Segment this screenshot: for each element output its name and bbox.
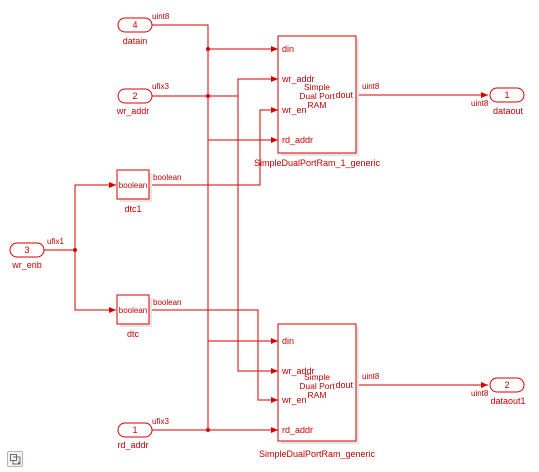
signal-type-label: uint8 bbox=[471, 389, 489, 398]
outport-label: dataout bbox=[493, 106, 524, 116]
ram-title-line: RAM bbox=[308, 390, 327, 400]
junction-dots bbox=[73, 47, 210, 432]
inport-number: 3 bbox=[24, 245, 29, 255]
fit-to-view-icon bbox=[10, 454, 21, 465]
ram-block-name: SimpleDualPortRam_1_generic bbox=[254, 158, 381, 168]
ram-input-din: din bbox=[282, 336, 294, 346]
dtc-block-name: dtc1 bbox=[124, 204, 141, 214]
ram-input-din: din bbox=[282, 44, 294, 54]
outport-dataout1[interactable]: 2 dataout1 uint8 bbox=[471, 377, 526, 406]
ram-title-line: Dual Port bbox=[299, 381, 335, 391]
ram-title-line: Dual Port bbox=[299, 91, 335, 101]
wire-rd-addr-ram1[interactable] bbox=[207, 139, 278, 430]
ram-input-rd-addr: rd_addr bbox=[282, 425, 313, 435]
ram-input-wr-addr: wr_addr bbox=[281, 366, 315, 376]
signal-type-label: boolean bbox=[153, 173, 181, 182]
ram-input-wr-en: wr_en bbox=[281, 395, 307, 405]
wire-wr-enb-dtc1[interactable] bbox=[74, 184, 116, 250]
dtc-inner-label: boolean bbox=[119, 306, 147, 315]
ram-block-name: SimpleDualPortRam_generic bbox=[259, 449, 376, 459]
outport-number: 1 bbox=[504, 90, 509, 100]
ram-title-line: RAM bbox=[308, 100, 327, 110]
ram-input-wr-addr: wr_addr bbox=[281, 74, 315, 84]
inport-rd-addr[interactable]: 1 rd_addr ufix3 bbox=[117, 417, 169, 450]
wire-wr-addr-ram2[interactable] bbox=[237, 96, 278, 372]
dtc-block[interactable]: boolean dtc boolean bbox=[116, 294, 181, 339]
ram-title-line: Simple bbox=[304, 82, 330, 92]
fit-to-view-button[interactable] bbox=[7, 451, 23, 467]
dtc-block-name: dtc bbox=[127, 329, 140, 339]
inport-label: datain bbox=[123, 36, 148, 46]
inport-number: 1 bbox=[132, 425, 137, 435]
inport-label: wr_enb bbox=[11, 260, 42, 270]
signal-type-label: boolean bbox=[153, 298, 181, 307]
inport-label: wr_addr bbox=[116, 106, 150, 116]
ram1-block[interactable]: din wr_addr wr_en rd_addr dout Simple Du… bbox=[254, 35, 381, 168]
ram-output-dout: dout bbox=[335, 90, 353, 100]
inport-number: 2 bbox=[132, 91, 137, 101]
wire-dtc-ram2-wr-en[interactable] bbox=[150, 309, 278, 401]
inport-label: rd_addr bbox=[117, 440, 148, 450]
ram-input-wr-en: wr_en bbox=[281, 105, 307, 115]
wire-dtc1-ram1-wr-en[interactable] bbox=[150, 109, 278, 186]
ram2-block[interactable]: din wr_addr wr_en rd_addr dout Simple Du… bbox=[259, 323, 380, 459]
outport-dataout[interactable]: 1 dataout uint8 bbox=[471, 87, 525, 116]
outport-label: dataout1 bbox=[490, 396, 525, 406]
signal-type-label: ufix3 bbox=[152, 417, 169, 426]
inport-datain[interactable]: 4 datain uint8 bbox=[117, 12, 170, 46]
dtc1-block[interactable]: boolean dtc1 boolean bbox=[116, 169, 181, 214]
signal-lines bbox=[44, 24, 488, 431]
signal-type-label: uint8 bbox=[362, 82, 380, 91]
wire-wr-enb-dtc[interactable] bbox=[74, 250, 116, 311]
signal-type-label: uint8 bbox=[152, 12, 170, 21]
signal-type-label: ufix3 bbox=[152, 82, 169, 91]
wire-wr-addr-ram1[interactable] bbox=[208, 78, 278, 97]
signal-type-label: ufix1 bbox=[47, 237, 64, 246]
outport-number: 2 bbox=[504, 380, 509, 390]
dtc-inner-label: boolean bbox=[119, 181, 147, 190]
signal-type-label: uint8 bbox=[471, 99, 489, 108]
inport-number: 4 bbox=[132, 20, 137, 30]
ram-title-line: Simple bbox=[304, 372, 330, 382]
ram-input-rd-addr: rd_addr bbox=[282, 135, 313, 145]
inport-wr-addr[interactable]: 2 wr_addr ufix3 bbox=[116, 82, 170, 116]
signal-type-label: uint8 bbox=[362, 372, 380, 381]
arrowheads bbox=[109, 46, 488, 433]
inport-wr-enb[interactable]: 3 wr_enb ufix1 bbox=[9, 237, 64, 270]
ram-output-dout: dout bbox=[335, 380, 353, 390]
